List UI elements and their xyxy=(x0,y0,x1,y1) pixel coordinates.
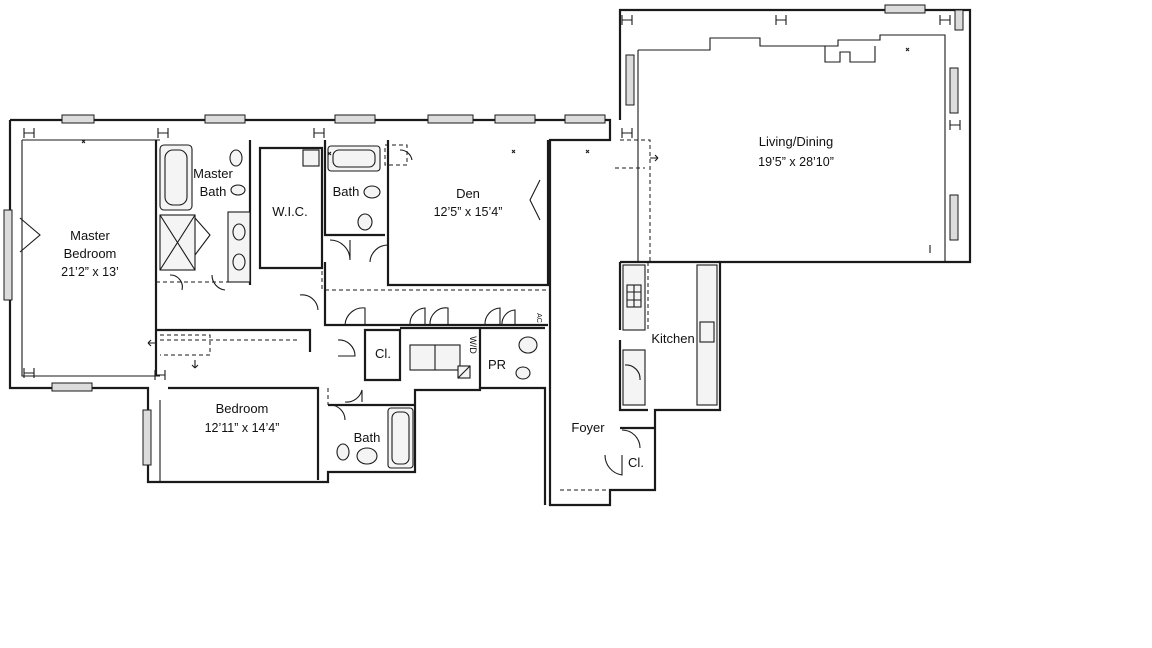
toilet-icon xyxy=(515,366,531,380)
counter-icon xyxy=(622,349,646,406)
bath-upper-label: Bath xyxy=(333,184,360,199)
kitchen-label: Kitchen xyxy=(651,331,694,346)
sink-icon xyxy=(356,447,378,465)
shelf-icon xyxy=(302,149,320,167)
master-bath-name-line2: Bath xyxy=(200,184,227,199)
closet-hall-label: Cl. xyxy=(375,346,391,361)
bedroom-name-label: Bedroom xyxy=(216,401,269,416)
bedroom-dim-label: 12’11” x 14’4” xyxy=(205,421,280,435)
misc-marks xyxy=(81,47,931,369)
foyer-label: Foyer xyxy=(571,420,605,435)
master-bath-name-line1: Master xyxy=(193,166,233,181)
living-dim-label: 19’5” x 28’10” xyxy=(758,155,834,169)
powder-room-label: PR xyxy=(488,357,506,372)
vanity-icon xyxy=(227,211,251,283)
hidden-lines xyxy=(156,139,651,491)
toilet-icon xyxy=(357,213,373,231)
sink-icon xyxy=(518,336,538,354)
bathtub-icon xyxy=(159,144,193,211)
toilet-icon xyxy=(229,149,243,167)
master-bedroom-name-line2: Bedroom xyxy=(64,246,117,261)
wic-label: W.I.C. xyxy=(272,204,307,219)
bathtub-icon xyxy=(387,407,414,469)
exterior-walls xyxy=(8,8,972,507)
closet-foyer-label: Cl. xyxy=(628,455,644,470)
den-name-label: Den xyxy=(456,186,480,201)
sink-icon xyxy=(699,321,715,343)
door-swings xyxy=(19,149,641,476)
sink-icon xyxy=(363,185,381,199)
toilet-icon xyxy=(336,443,350,461)
bath-lower-label: Bath xyxy=(354,430,381,445)
bidet-icon xyxy=(230,184,246,196)
master-bedroom-name-line1: Master xyxy=(70,228,110,243)
room-labels: Living/Dining 19’5” x 28’10” Master Bedr… xyxy=(61,134,834,470)
ac-mark-label: AC xyxy=(535,313,542,323)
fixtures xyxy=(159,46,876,469)
bathtub-icon xyxy=(327,145,381,172)
washer-dryer-label: W/D xyxy=(468,336,478,354)
windows xyxy=(3,4,964,466)
master-bedroom-dim-label: 21’2” x 13’ xyxy=(61,265,119,279)
living-name-label: Living/Dining xyxy=(759,134,833,149)
den-dim-label: 12’5” x 15’4” xyxy=(434,205,503,219)
